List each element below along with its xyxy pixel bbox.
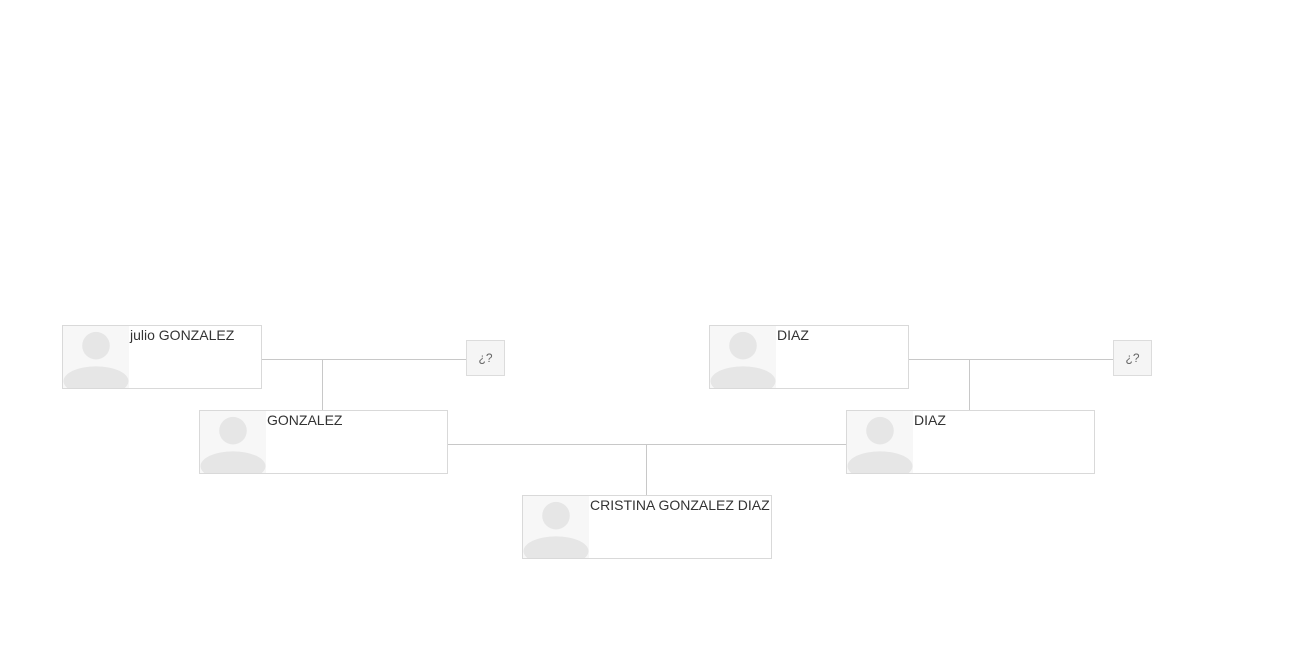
person-silhouette-icon [847,411,913,473]
person-name: julio GONZALEZ [130,327,235,343]
person-silhouette-icon [63,326,129,388]
person-silhouette-icon [710,326,776,388]
unknown-person-maternal-grandmother[interactable]: ¿? [1113,340,1152,376]
descent-line-maternal-grandparents [969,360,970,410]
couple-line-paternal-grandparents [261,359,466,360]
descent-line-parents [646,445,647,495]
person-card-mother[interactable]: DIAZ [846,410,1095,474]
person-silhouette-icon [523,496,589,558]
person-card-father[interactable]: GONZALEZ [199,410,448,474]
person-silhouette-icon [200,411,266,473]
descent-line-paternal-grandparents [322,360,323,410]
person-name: DIAZ [777,327,809,343]
person-card-grandfather-maternal[interactable]: DIAZ [709,325,909,389]
person-card-root[interactable]: CRISTINA GONZALEZ DIAZ [522,495,772,559]
couple-line-maternal-grandparents [908,359,1113,360]
unknown-person-paternal-grandmother[interactable]: ¿? [466,340,505,376]
person-name: GONZALEZ [267,412,343,428]
person-card-grandfather-paternal[interactable]: julio GONZALEZ [62,325,262,389]
person-name: CRISTINA GONZALEZ DIAZ [590,497,770,513]
couple-line-parents [447,444,846,445]
person-name: DIAZ [914,412,946,428]
